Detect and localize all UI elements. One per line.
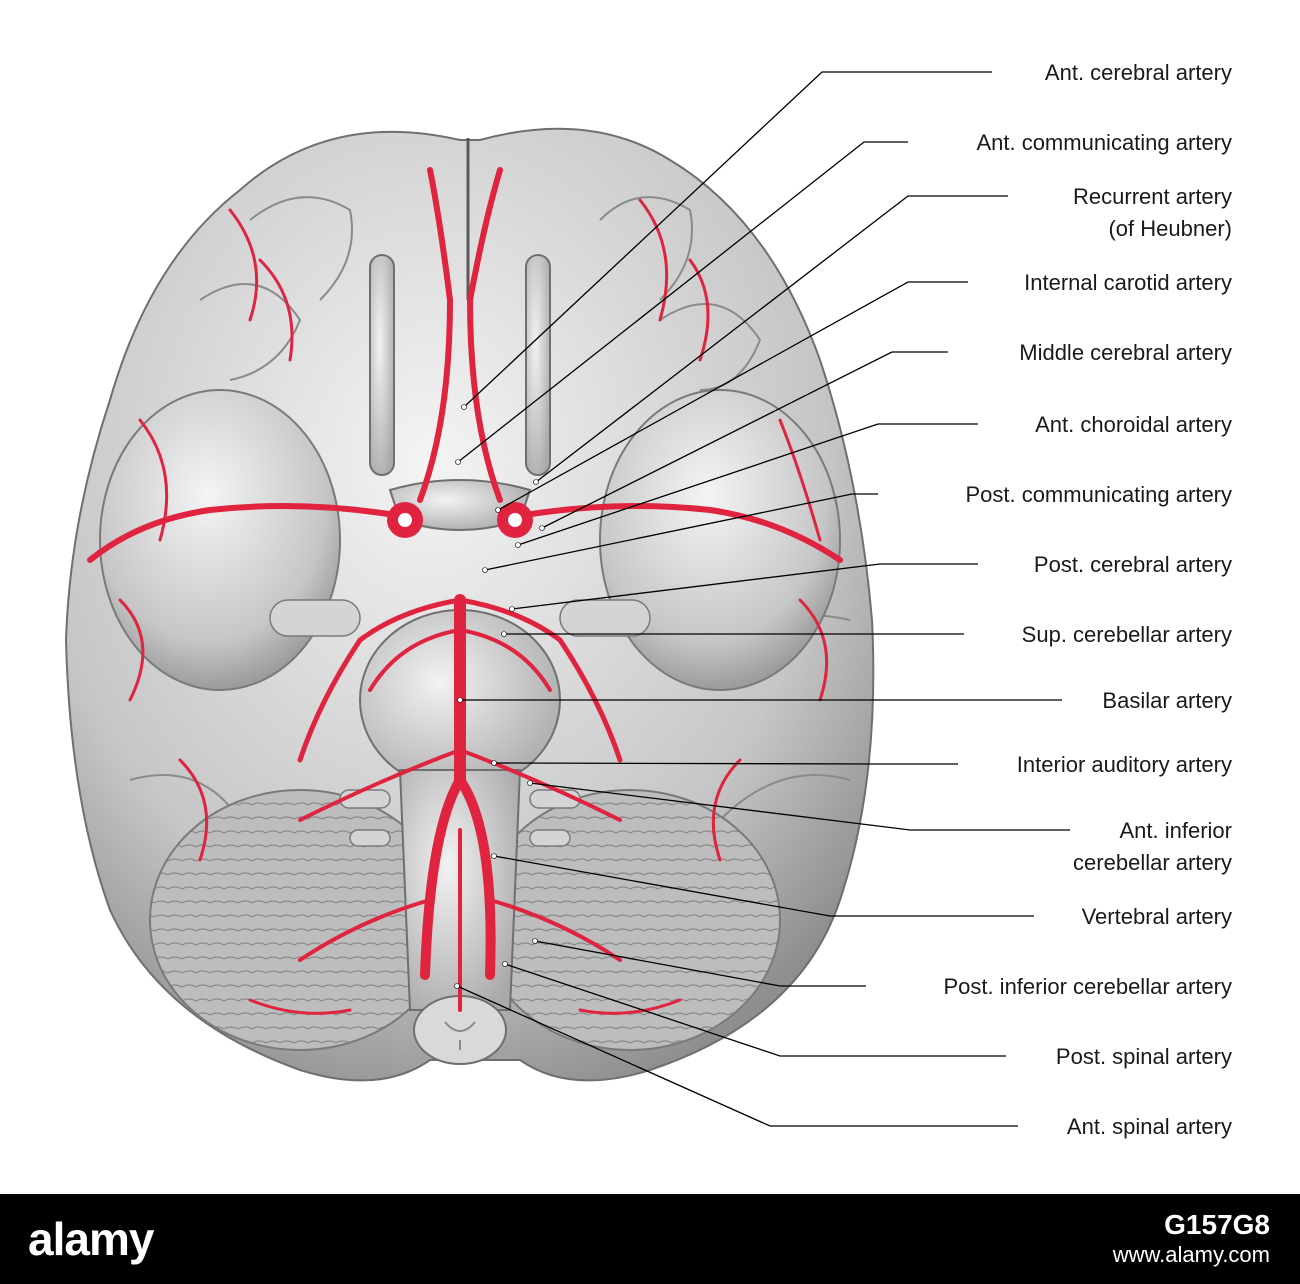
label-ant-communicating-artery: Ant. communicating artery [976, 130, 1232, 155]
label-ant-cerebral-artery: Ant. cerebral artery [1045, 60, 1232, 85]
label-post-spinal-artery: Post. spinal artery [1056, 1044, 1232, 1069]
label-sup-cerebellar-artery: Sup. cerebellar artery [1022, 622, 1232, 647]
labels: Ant. cerebral artery Ant. communicating … [943, 60, 1232, 1139]
label-post-communicating-artery: Post. communicating artery [965, 482, 1232, 507]
leader-lines [454, 71, 1070, 1127]
image-id: G157G8 [1164, 1209, 1270, 1240]
site-url: www.alamy.com [1112, 1242, 1270, 1267]
vertebral-artery-vessel [420, 775, 465, 980]
label-interior-auditory-artery: Interior auditory artery [1017, 752, 1232, 777]
brain-illustration [64, 127, 875, 1082]
post-cerebral-vessel [297, 597, 463, 763]
arteries [87, 167, 843, 1015]
image-meta: G157G8 www.alamy.com [1113, 1210, 1270, 1270]
middle-cerebral-vessel [87, 503, 398, 563]
brain-arteries-diagram: Ant. cerebral artery Ant. communicating … [64, 60, 1232, 1139]
label-basilar-artery: Basilar artery [1102, 688, 1232, 713]
label-ant-choroidal-artery: Ant. choroidal artery [1035, 412, 1232, 437]
alamy-logo: alamy [28, 1213, 154, 1265]
label-post-inferior-cerebellar-artery: Post. inferior cerebellar artery [943, 974, 1232, 999]
label-ant-spinal-artery: Ant. spinal artery [1067, 1114, 1232, 1139]
label-internal-carotid-artery: Internal carotid artery [1024, 270, 1232, 295]
watermark-footer: alamy G157G8 www.alamy.com [0, 1194, 1300, 1284]
ant-cerebral-vessel [417, 167, 453, 503]
label-vertebral-artery: Vertebral artery [1082, 904, 1232, 929]
label-post-cerebral-artery: Post. cerebral artery [1034, 552, 1232, 577]
label-middle-cerebral-artery: Middle cerebral artery [1019, 340, 1232, 365]
label-recurrent-artery: Recurrent artery(of Heubner) [1073, 184, 1232, 241]
